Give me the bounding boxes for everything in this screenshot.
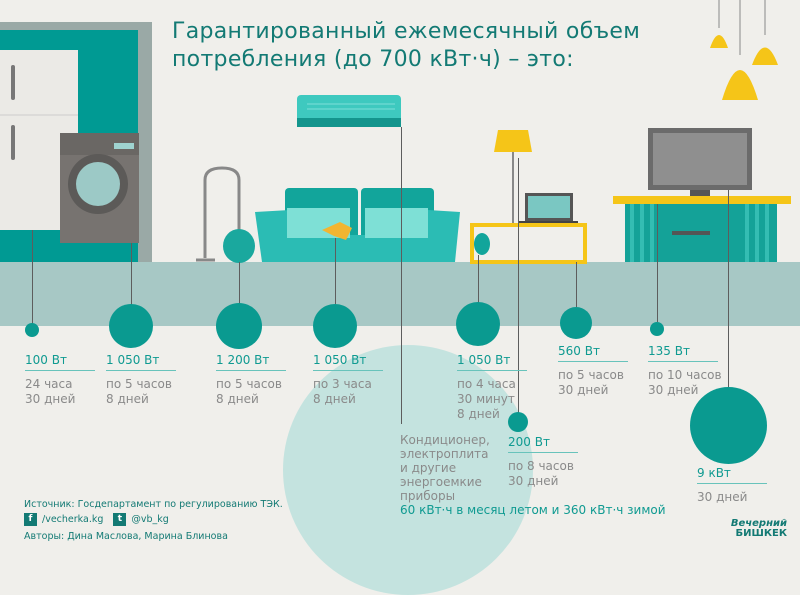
- authors-text: Авторы: Дина Маслова, Марина Блинова: [24, 531, 228, 542]
- usage-text: 30 минут: [457, 392, 515, 406]
- usage-text: 8 дней: [313, 392, 356, 406]
- usage-text: 8 дней: [216, 392, 259, 406]
- heavy-appliances-circle: [283, 345, 533, 595]
- kettle-icon: [474, 233, 490, 255]
- logo-line-2: БИШКЕК: [735, 528, 787, 539]
- heavy-consumption-note: 60 кВт·ч в месяц летом и 360 кВт·ч зимой: [400, 503, 666, 517]
- laptop-icon: [518, 193, 578, 224]
- vacuum-cleaner-icon: [196, 166, 255, 263]
- power-circle: [560, 307, 592, 339]
- appliance-fridge: 100 Вт 24 часа 30 дней: [25, 353, 95, 407]
- heavy-text: электроплита: [400, 447, 489, 461]
- usage-text: по 5 часов: [106, 377, 172, 391]
- power-circle: [216, 303, 262, 349]
- power-circle: [650, 322, 664, 336]
- appliance-washer: 1 050 Вт по 5 часов 8 дней: [106, 353, 176, 407]
- facebook-icon: f: [24, 513, 37, 526]
- washing-machine-icon: [60, 133, 139, 243]
- table-icon: [470, 223, 587, 264]
- power-value: 1 200 Вт: [216, 353, 286, 371]
- appliance-kettle: 1 050 Вт по 4 часа 30 минут 8 дней: [457, 353, 527, 422]
- connector-line: [478, 255, 479, 303]
- connector-line: [239, 262, 240, 304]
- twitter-icon: t: [113, 513, 127, 526]
- logo-line-1: Вечерний: [730, 518, 787, 529]
- power-value: 135 Вт: [648, 344, 718, 362]
- power-value: 1 050 Вт: [313, 353, 383, 371]
- heavy-text: приборы: [400, 489, 456, 503]
- connector-line: [657, 204, 658, 322]
- usage-text: по 10 часов: [648, 368, 722, 382]
- power-value: 1 050 Вт: [106, 353, 176, 371]
- title-line-2: потребления (до 700 кВт·ч) – это:: [172, 47, 574, 72]
- heavy-text: и другие: [400, 461, 457, 475]
- usage-text: по 8 часов: [508, 459, 574, 473]
- sofa-icon: [255, 188, 460, 262]
- page-title: Гарантированный ежемесячный объем потреб…: [172, 18, 640, 74]
- appliance-tv: 135 Вт по 10 часов 30 дней: [648, 344, 722, 398]
- social-links: f /vecherka.kg t @vb_kg: [24, 513, 169, 526]
- facebook-link[interactable]: /vecherka.kg: [42, 514, 104, 525]
- air-conditioner-icon: [297, 95, 401, 127]
- connector-line: [335, 238, 336, 304]
- usage-text: по 5 часов: [216, 377, 282, 391]
- power-circle: [456, 302, 500, 346]
- heavy-text: энергоемкие: [400, 475, 482, 489]
- connector-line: [518, 158, 519, 413]
- title-line-1: Гарантированный ежемесячный объем: [172, 19, 641, 44]
- source-text: Источник: Госдепартамент по регулировани…: [24, 499, 283, 510]
- power-circle: [25, 323, 39, 337]
- logo: Вечерний БИШКЕК: [707, 519, 787, 539]
- usage-text: 30 дней: [558, 383, 609, 397]
- hair-dryer-icon: [322, 222, 352, 240]
- appliance-total-lighting: 9 кВт 30 дней: [697, 466, 767, 505]
- connector-line: [401, 127, 402, 424]
- power-value: 9 кВт: [697, 466, 767, 484]
- appliance-laptop: 560 Вт по 5 часов 30 дней: [558, 344, 628, 398]
- usage-text: по 5 часов: [558, 368, 624, 382]
- usage-text: 24 часа: [25, 377, 73, 391]
- usage-text: 8 дней: [457, 407, 500, 421]
- appliance-vacuum: 1 200 Вт по 5 часов 8 дней: [216, 353, 286, 407]
- ceiling-lamps-icon: [710, 0, 778, 100]
- appliance-hair-dryer: 1 050 Вт по 3 часа 8 дней: [313, 353, 383, 407]
- tv-icon: [613, 128, 791, 262]
- power-circle: [690, 387, 767, 464]
- usage-text: 30 дней: [648, 383, 699, 397]
- power-circle: [508, 412, 528, 432]
- room-illustration: [0, 0, 791, 264]
- floor-lamp-icon: [494, 130, 532, 225]
- connector-line: [728, 190, 729, 387]
- power-value: 560 Вт: [558, 344, 628, 362]
- connector-line: [576, 262, 577, 307]
- appliance-lamp: 200 Вт по 8 часов 30 дней: [508, 435, 578, 489]
- usage-text: 30 дней: [25, 392, 76, 406]
- power-circle: [109, 304, 153, 348]
- usage-text: 8 дней: [106, 392, 149, 406]
- heavy-text: Кондиционер,: [400, 433, 490, 447]
- usage-text: 30 дней: [508, 474, 559, 488]
- heavy-appliances-note: Кондиционер, электроплита и другие энерг…: [400, 433, 666, 517]
- power-value: 200 Вт: [508, 435, 578, 453]
- usage-text: 30 дней: [697, 490, 748, 504]
- connector-line: [131, 243, 132, 305]
- power-circle: [313, 304, 357, 348]
- usage-text: по 3 часа: [313, 377, 372, 391]
- power-value: 1 050 Вт: [457, 353, 527, 371]
- twitter-link[interactable]: @vb_kg: [131, 514, 169, 525]
- power-value: 100 Вт: [25, 353, 95, 371]
- connector-line: [32, 230, 33, 325]
- usage-text: по 4 часа: [457, 377, 516, 391]
